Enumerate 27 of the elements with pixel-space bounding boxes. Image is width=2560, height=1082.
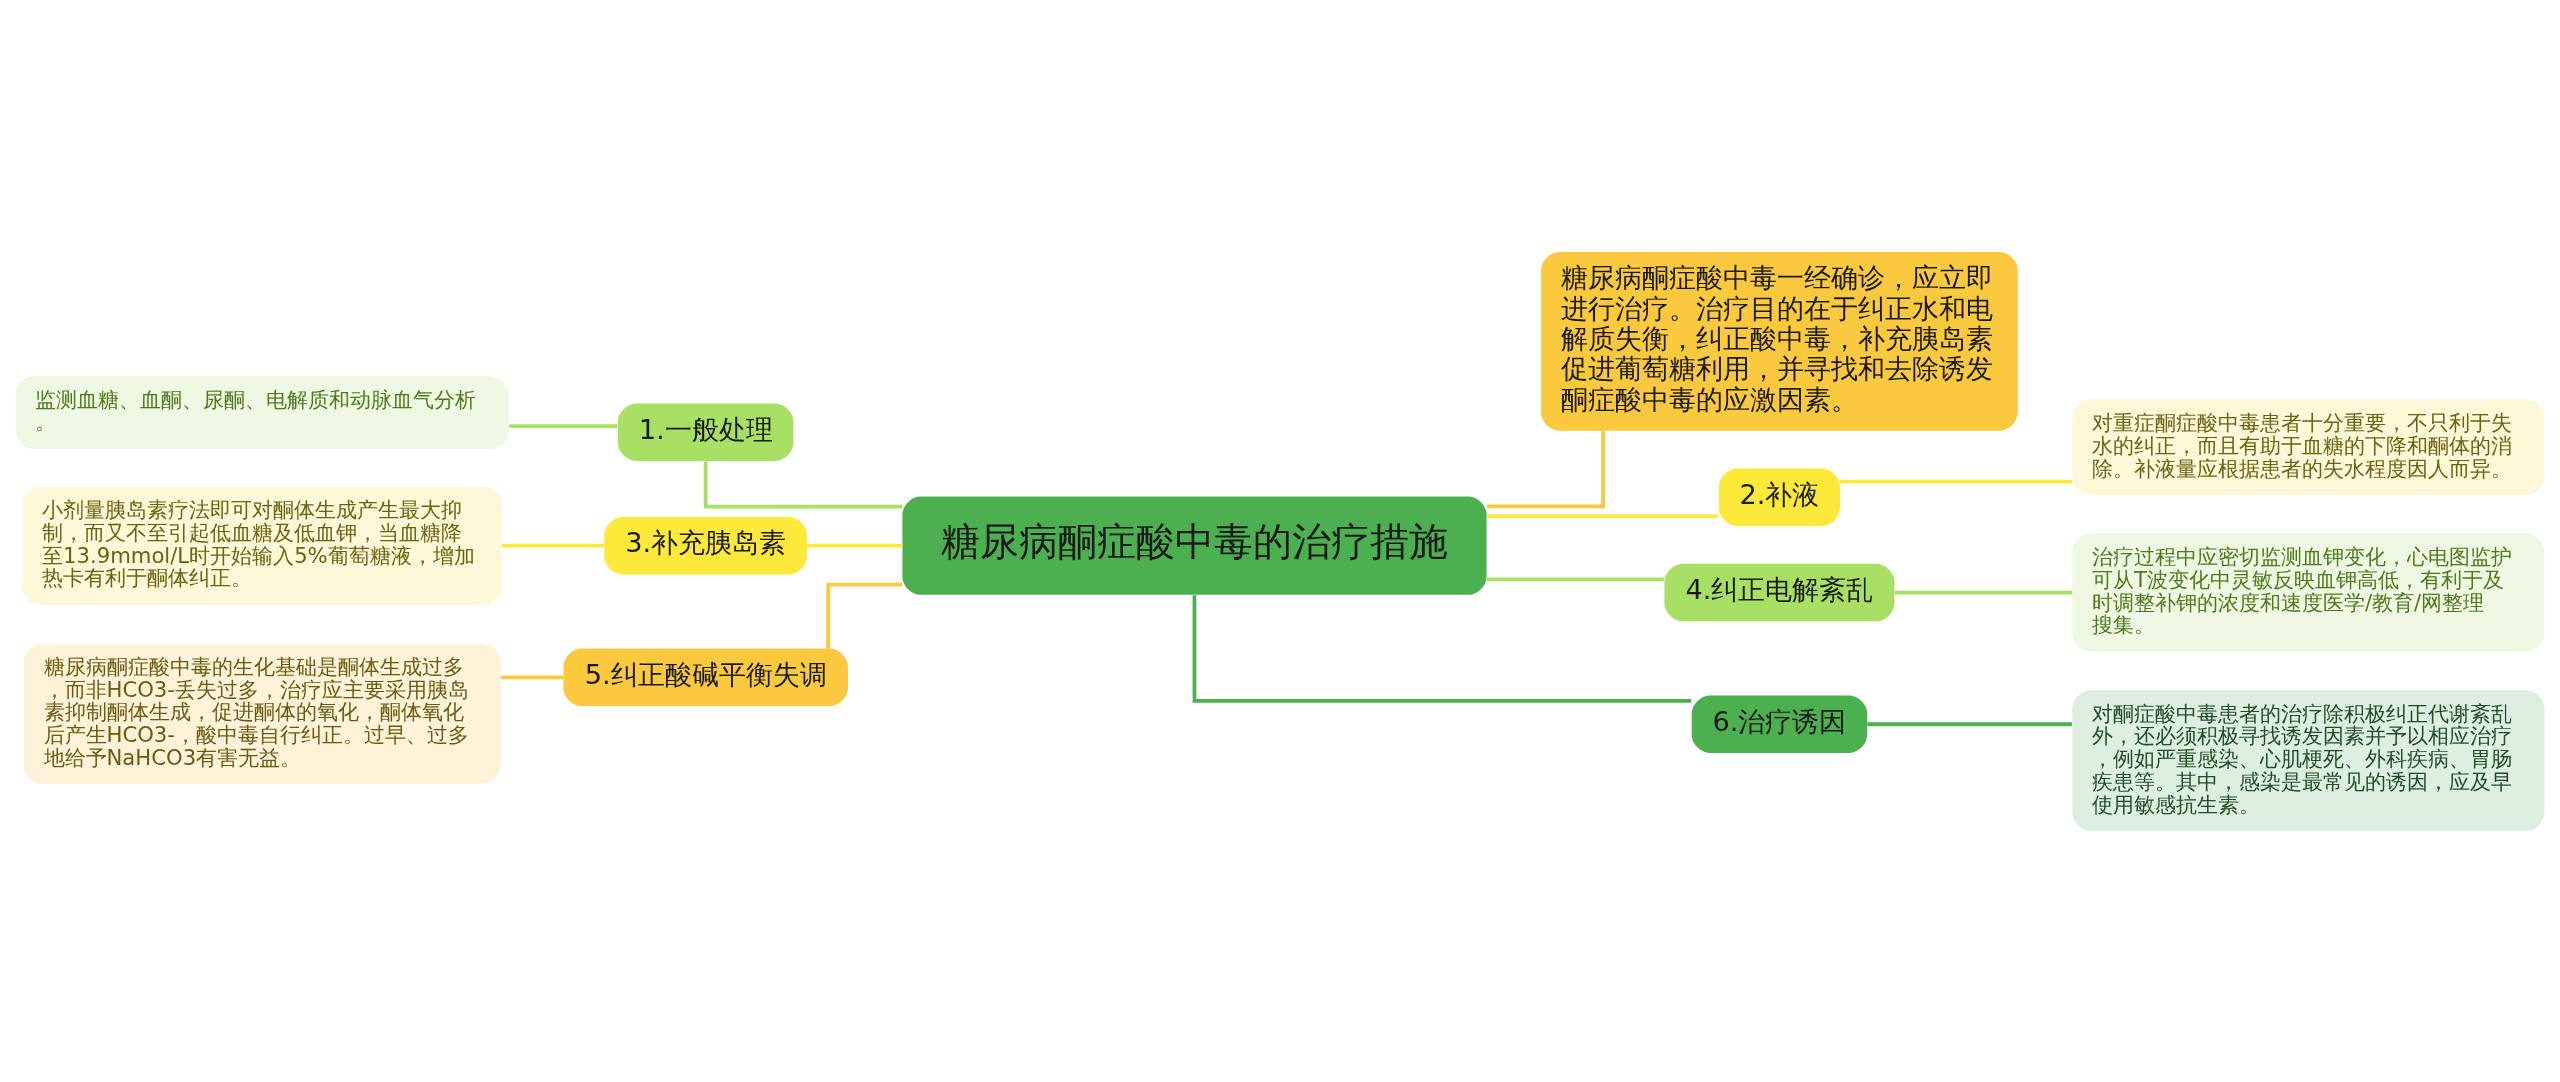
node-box: 对重症酮症酸中毒患者十分重要，不只利于失水的纠正，而且有助于血糖的下降和酮体的消除。补液量应根据患者的失水程度因人而异。 bbox=[2072, 399, 2545, 495]
connector bbox=[1487, 430, 1605, 508]
connector bbox=[509, 423, 618, 428]
connector bbox=[1840, 479, 2072, 484]
node-box: 对酮症酸中毒患者的治疗除积极纠正代谢紊乱外，还必须积极寻找诱发因素并予以相应治疗，例如严重感染、心肌梗死、外科疾病、胃肠疾患等。其中，感染是最常见的诱因，应及早使用敏感抗生素。 bbox=[2072, 689, 2545, 831]
node-box: 糖尿病酮症酸中毒一经确诊，应立即进行治疗。治疗目的在于纠正水和电解质失衡，纠正酸中毒，补充胰岛素促进葡萄糖利用，并寻找和去除诱发酮症酸中毒的应激因素。 bbox=[1541, 251, 2018, 431]
node-box: 糖尿病酮症酸中毒的治疗措施 bbox=[902, 496, 1487, 595]
node-box: 4.纠正电解紊乱 bbox=[1664, 563, 1895, 621]
node-box: 糖尿病酮症酸中毒的生化基础是酮体生成过多，而非HCO3-丢失过多，治疗应主要采用胰岛素抑制酮体生成，促进酮体的氧化，酮体氧化后产生HCO3-，酸中毒自行纠正。过早、过多地给予NaHCO3有害无益。 bbox=[23, 642, 501, 784]
node-box: 监测血糖、血酮、尿酮、电解质和动脉血气分析。 bbox=[15, 375, 509, 449]
node-box: 1.一般处理 bbox=[617, 402, 794, 461]
connector bbox=[1192, 594, 1692, 703]
connector bbox=[826, 582, 903, 648]
node-box: 6.治疗诱因 bbox=[1691, 695, 1868, 753]
node-box: 治疗过程中应密切监测血钾变化，心电图监护可从T波变化中灵敏反映血钾高低，有利于及时调整补钾的浓度和速度医学/教育/网整理搜集。 bbox=[2072, 533, 2545, 652]
connector bbox=[1486, 576, 1664, 581]
connector bbox=[1894, 590, 2073, 594]
connector bbox=[703, 460, 903, 509]
node-box: 3.补充胰岛素 bbox=[604, 516, 808, 574]
node-box: 小剂量胰岛素疗法即可对酮体生成产生最大抑制，而又不至引起低血糖及低血钾，当血糖降至13.9mmol/L时开始输入5%葡萄糖液，增加热卡有利于酮体纠正。 bbox=[22, 486, 503, 605]
node-box: 2.补液 bbox=[1718, 468, 1840, 526]
connector bbox=[502, 543, 605, 548]
connector bbox=[807, 543, 903, 548]
node-box: 5.纠正酸碱平衡失调 bbox=[563, 648, 848, 706]
connector bbox=[1867, 721, 2072, 726]
connector bbox=[500, 674, 564, 679]
connector bbox=[1486, 513, 1719, 518]
